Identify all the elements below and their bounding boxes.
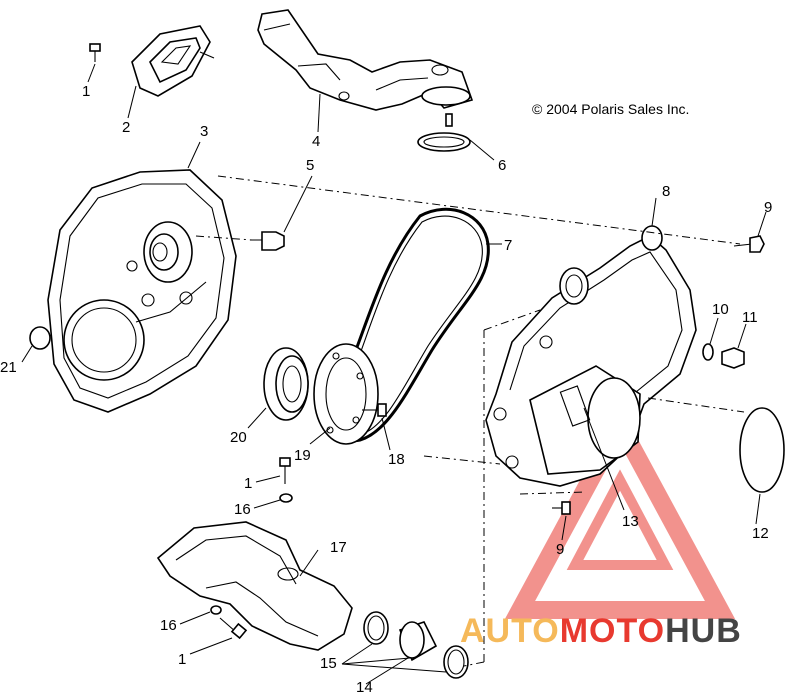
callouts: 1 2 3 4 5 6 7 8 9 10 11 21 20 19 18 13 9…: [0, 83, 772, 693]
clamp-part: [417, 113, 471, 152]
callout-label: 11: [742, 309, 758, 326]
copyright-text: © 2004 Polaris Sales Inc.: [532, 101, 689, 117]
callout-label: 6: [498, 157, 506, 174]
callout-label: 7: [504, 237, 512, 254]
callout-label: 18: [388, 451, 405, 468]
watermark-text: AUTOMOTOHUB: [460, 612, 742, 650]
callout-label: 1: [178, 651, 186, 668]
seal-part: [263, 347, 309, 421]
watermark-part-3: HUB: [665, 612, 742, 650]
callout-label: 1: [82, 83, 90, 100]
bolt-part: [219, 617, 248, 640]
bolt-part: [250, 231, 285, 251]
intake-hose-part: [257, 9, 474, 111]
callout-label: 17: [330, 539, 347, 556]
callout-label: 3: [200, 123, 208, 140]
watermark-part-1: AUTO: [460, 612, 560, 650]
bolt-part: [279, 457, 291, 484]
callout-label: 16: [234, 501, 251, 518]
watermark-logo: [504, 406, 736, 619]
washer-part: [210, 605, 222, 615]
callout-label: 5: [306, 157, 314, 174]
callout-label: 9: [556, 541, 564, 558]
screw-part: [362, 403, 387, 417]
outer-clutch-cover-part: [485, 225, 697, 487]
callout-label: 8: [662, 183, 670, 200]
watermark-part-2: MOTO: [560, 612, 665, 650]
screw-part: [552, 501, 571, 515]
screw-part: [733, 235, 765, 253]
callout-label: 12: [752, 525, 769, 542]
leader-lines: [21, 63, 767, 685]
bolt-part: [89, 43, 101, 62]
intake-duct-part: [131, 25, 215, 97]
callout-label: 9: [764, 199, 772, 216]
washer-part: [279, 493, 293, 503]
callout-label: 10: [712, 301, 729, 318]
callout-label: 20: [230, 429, 247, 446]
callout-label: 16: [160, 617, 177, 634]
outlet-duct-part: [156, 521, 353, 651]
callout-label: 14: [356, 679, 373, 693]
bolt-part: [721, 347, 745, 369]
plate-part: [313, 343, 379, 445]
callout-label: 19: [294, 447, 311, 464]
callout-label: 4: [312, 133, 320, 150]
assembly-lines: [195, 175, 745, 667]
callout-label: 21: [0, 359, 17, 376]
clamp-part: [363, 611, 389, 645]
callout-label: 13: [622, 513, 639, 530]
cap-part: [739, 407, 785, 493]
drive-belt-part: [334, 207, 490, 443]
plug-part: [29, 326, 51, 350]
callout-label: 1: [244, 475, 252, 492]
washer-part: [702, 343, 714, 361]
callout-label: 2: [122, 119, 130, 136]
coupler-part: [398, 621, 438, 662]
clamp-part: [443, 645, 469, 679]
inner-clutch-cover-part: [47, 169, 237, 413]
callout-label: 15: [320, 655, 337, 672]
